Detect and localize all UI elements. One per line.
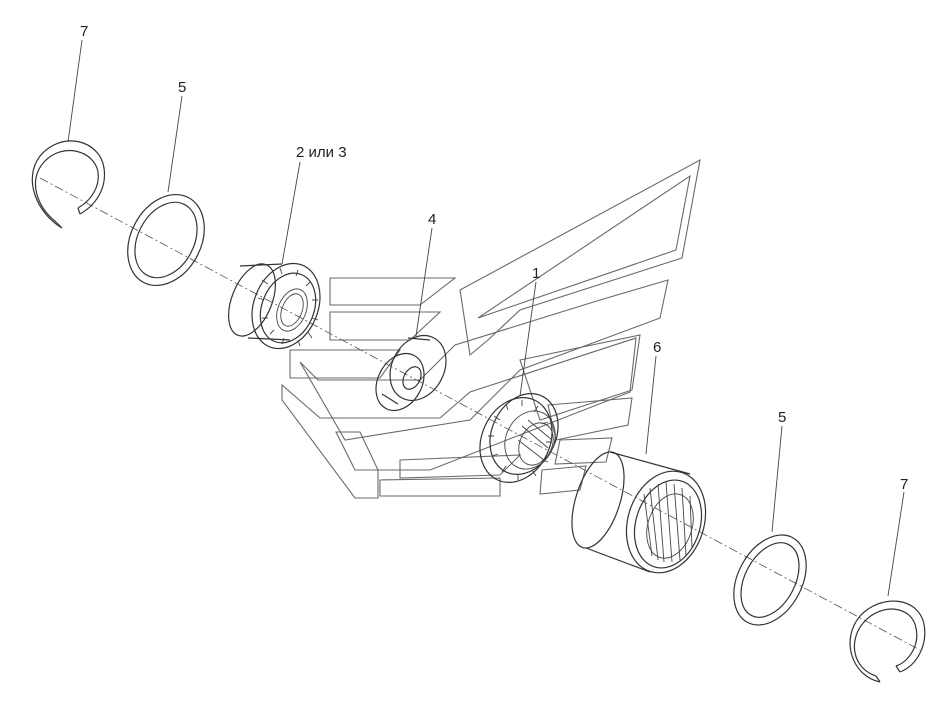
callout-gear-hub: 2 или 3 <box>296 144 347 161</box>
leader-lines <box>67 39 905 597</box>
snap-ring-right <box>849 600 926 683</box>
callout-washer-left: 5 <box>178 79 186 96</box>
washer-right <box>733 534 807 626</box>
gear-hub <box>228 262 321 350</box>
callout-ring-left: 7 <box>80 23 88 40</box>
assembly-axis <box>39 177 921 651</box>
callout-spacer: 4 <box>428 211 436 228</box>
washer-left <box>127 193 205 287</box>
spacer <box>375 334 447 412</box>
needle-bearing <box>571 451 707 574</box>
callout-ring-right: 7 <box>900 476 908 493</box>
callout-washer-right: 5 <box>778 409 786 426</box>
snap-ring-left <box>31 140 106 229</box>
callout-gear: 1 <box>532 265 540 282</box>
gear <box>479 393 559 483</box>
watermark-logo <box>281 158 701 499</box>
callout-bearing: 6 <box>653 339 661 356</box>
